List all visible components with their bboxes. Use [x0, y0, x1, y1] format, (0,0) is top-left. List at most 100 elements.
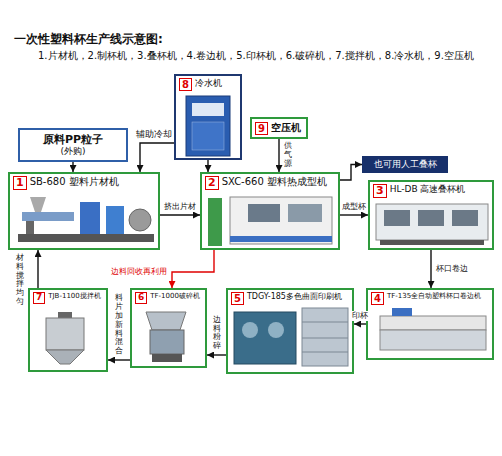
edge-label: 挤出片材: [164, 202, 196, 212]
flow-arrow: [140, 143, 174, 172]
thermoformer-body: [230, 197, 332, 244]
machine-list: 1.片材机，2.制杯机，3.叠杯机，4.卷边机，5.印杯机，6.破碎机，7.搅拌…: [38, 50, 474, 62]
flow-arrow: [354, 323, 366, 324]
edge-label: 成型杯: [342, 202, 366, 212]
note-text: 也可用人工叠杯: [374, 159, 437, 170]
stacker-body: [376, 204, 488, 240]
crusher-stand: [152, 354, 182, 362]
machine-name: TJB-1100搅拌机: [48, 292, 100, 300]
flow-arrow: [278, 139, 279, 172]
callout-number: 2: [205, 176, 219, 190]
machine-name: 空压机: [271, 122, 301, 134]
diagram-title: 一次性塑料杯生产线示意图:: [14, 32, 163, 46]
callout-number: 6: [135, 292, 147, 304]
machine-box: 1SB-680 塑料片材机: [8, 172, 160, 250]
chiller-grill: [192, 122, 224, 150]
flow-arrow: [37, 250, 38, 288]
printer-conveyor: [302, 308, 348, 366]
thermoformer-picture: [208, 197, 332, 246]
thermoformer-window: [248, 204, 280, 222]
curler-picture: [380, 308, 486, 350]
edge-label: 辅助冷却: [136, 129, 172, 140]
machine-name: SB-680 塑料片材机: [30, 176, 119, 188]
printer-drum: [242, 322, 258, 338]
curler-table: [380, 316, 486, 330]
edge-label-holder: 成型杯: [341, 202, 367, 212]
stacker-window: [452, 210, 478, 226]
thermoformer-column: [208, 198, 222, 246]
stacker-window: [384, 210, 410, 226]
machine-name: SXC-660 塑料热成型机: [222, 176, 327, 188]
flow-arrow: [172, 250, 214, 288]
extruder-leg: [26, 221, 34, 234]
extruder-winder: [129, 209, 151, 231]
material-note: (外购): [60, 146, 85, 157]
machine-box: 9空压机: [250, 117, 308, 139]
flow-arrow: [160, 214, 200, 215]
machine-name: 冷水机: [195, 78, 222, 89]
stacker-feet: [380, 240, 484, 245]
conveyor-line: [302, 322, 348, 323]
mixer-cone: [46, 350, 84, 364]
chiller-cabinet: [186, 96, 230, 156]
edge-label: 料片加新料混合: [115, 294, 123, 356]
crusher-hopper: [146, 312, 186, 330]
machine-box: 7TJB-1100搅拌机: [28, 288, 108, 372]
extruder-picture: [18, 197, 154, 242]
machine-name: TDGY-185多色曲面印刷机: [247, 292, 342, 302]
edge-label-holder: 供气源: [283, 142, 293, 168]
extruder-rollers: [106, 206, 124, 234]
mixer-drum: [46, 318, 84, 350]
material-box: 原料PP粒子(外购): [18, 128, 128, 162]
chiller-picture: [186, 96, 230, 156]
edge-label: 边料粉碎: [213, 316, 221, 351]
stacker-window: [418, 210, 444, 226]
extruder-barrel: [22, 212, 74, 221]
stacker-picture: [376, 204, 488, 245]
material-name: 原料PP粒子: [43, 133, 103, 146]
extruder-base: [18, 234, 154, 242]
conveyor-line: [302, 338, 348, 339]
callout-number: 4: [371, 292, 384, 305]
machine-box: 2SXC-660 塑料热成型机: [200, 172, 340, 250]
machine-name: TF-1000破碎机: [150, 292, 200, 300]
flow-arrow: [430, 250, 431, 288]
thermoformer-window: [288, 204, 322, 222]
note-box: 也可用人工叠杯: [362, 156, 448, 173]
extruder-cabinet: [80, 202, 100, 234]
crusher-picture: [146, 312, 186, 362]
callout-number: 7: [33, 292, 45, 304]
machine-name: TF-135全自动塑料杯口卷边机: [387, 292, 481, 300]
printer-drum: [268, 322, 284, 338]
machine-box: 5TDGY-185多色曲面印刷机: [226, 288, 354, 374]
curler-cabinet: [380, 330, 486, 350]
printer-body: [234, 312, 296, 364]
flow-arrow: [340, 214, 368, 215]
callout-number: 9: [255, 122, 268, 135]
crusher-body: [150, 330, 184, 354]
mixer-motor: [58, 312, 72, 318]
title-holder: 一次性塑料杯生产线示意图:: [14, 32, 163, 46]
callout-number: 3: [373, 184, 387, 198]
chiller-panel: [192, 103, 224, 116]
callout-number: 1: [13, 176, 27, 190]
extruder-hopper: [30, 197, 46, 212]
flow-arrow: [207, 160, 208, 172]
machine-box: 4TF-135全自动塑料杯口卷边机: [366, 288, 494, 360]
machine-box: 6TF-1000破碎机: [130, 288, 207, 368]
curler-head: [392, 308, 412, 316]
edge-label: 供气源: [284, 142, 292, 168]
thermoformer-stripe: [230, 236, 332, 242]
edge-label-holder: 边料粉碎: [212, 316, 222, 351]
machine-box: 8冷水机: [174, 74, 242, 160]
callout-number: 5: [231, 292, 244, 305]
conveyor-line: [302, 352, 348, 353]
flow-arrow: [72, 162, 73, 172]
edge-label: 边料回收再利用: [111, 267, 167, 277]
flow-arrow: [207, 354, 226, 355]
callout-number: 8: [179, 78, 192, 91]
edge-label: 材料搅拌均匀: [16, 254, 24, 307]
